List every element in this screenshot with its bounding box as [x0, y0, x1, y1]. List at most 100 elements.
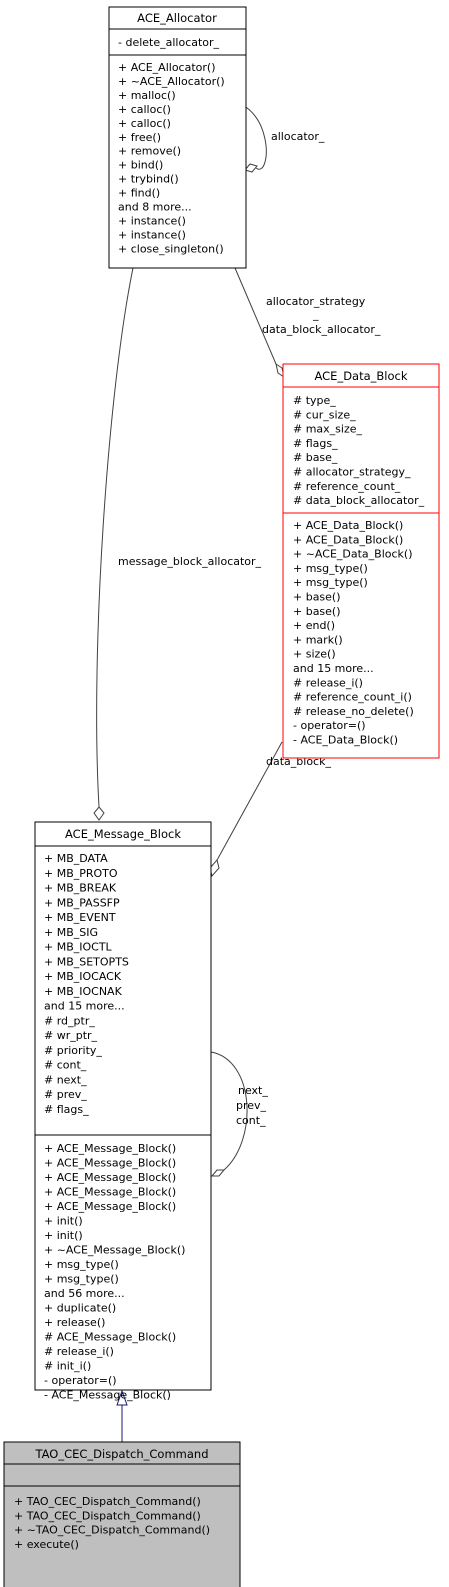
class-method: + ACE_Message_Block() [44, 1200, 176, 1213]
class-method: + ACE_Message_Block() [44, 1142, 176, 1155]
class-method: + msg_type() [44, 1273, 119, 1286]
class-attribute: # next_ [44, 1073, 87, 1086]
class-method: + ACE_Data_Block() [293, 533, 403, 546]
class-attribute: # flags_ [293, 437, 338, 450]
class-ace-message-block[interactable]: ACE_Message_Block + MB_DATA+ MB_PROTO+ M… [34, 821, 212, 1402]
method-list: + ACE_Data_Block()+ ACE_Data_Block() + ~A… [293, 519, 414, 747]
class-method: + execute() [14, 1538, 79, 1551]
class-method: + calloc() [118, 117, 171, 130]
class-method: - ACE_Message_Block() [44, 1389, 171, 1402]
class-method: # init_i() [44, 1360, 91, 1373]
class-attribute: + MB_DATA [44, 852, 108, 865]
class-method: + TAO_CEC_Dispatch_Command() [14, 1495, 201, 1508]
class-method: + instance() [118, 228, 186, 241]
class-method: + size() [293, 648, 336, 661]
edge-label-next: next_ [238, 1084, 268, 1097]
class-method: + base() [293, 591, 341, 604]
class-method: + instance() [118, 214, 186, 227]
class-method: + calloc() [118, 103, 171, 116]
class-method: + mark() [293, 633, 343, 646]
messageblock-self-diamond [210, 1169, 226, 1177]
class-method: + malloc() [118, 89, 176, 102]
class-method: + release() [44, 1316, 105, 1329]
class-attribute: + MB_IOCTL [44, 941, 113, 954]
class-attribute: # max_size_ [293, 423, 363, 436]
class-method: + remove() [118, 145, 181, 158]
class-method: + msg_type() [44, 1258, 119, 1271]
edge-label-data-block-allocator: data_block_allocator_ [262, 323, 381, 336]
class-method: + ~ACE_Allocator() [118, 75, 225, 88]
class-method: + close_singleton() [118, 242, 224, 255]
class-attribute: + MB_IOCNAK [44, 985, 123, 998]
class-method: + msg_type() [293, 576, 368, 589]
class-method: and 15 more... [293, 662, 374, 675]
class-ace-data-block[interactable]: ACE_Data_Block # type_# cur_size_ # max_s… [282, 363, 440, 759]
class-method: # ACE_Message_Block() [44, 1331, 176, 1344]
class-method: and 56 more... [44, 1287, 125, 1300]
allocator-to-messageblock-edge [96, 267, 134, 808]
class-attribute: # cur_size_ [293, 408, 356, 421]
class-method: + TAO_CEC_Dispatch_Command() [14, 1509, 201, 1522]
edge-label-prev: prev_ [236, 1099, 267, 1112]
allocator-to-messageblock-diamond [93, 806, 105, 821]
class-attribute: + MB_PASSFP [44, 896, 120, 909]
class-attribute: # allocator_strategy_ [293, 466, 411, 479]
edge-label-cont: cont_ [236, 1114, 266, 1127]
class-method: + init() [44, 1215, 83, 1228]
class-attribute: + MB_EVENT [44, 911, 116, 924]
class-attribute: + MB_SIG [44, 926, 98, 939]
class-method: + init() [44, 1229, 83, 1242]
class-method: + ~ACE_Data_Block() [293, 548, 413, 561]
messageblock-self-edge [210, 1051, 248, 1171]
datablock-to-messageblock-edge [215, 741, 283, 863]
edge-label-message-block-allocator: message_block_allocator_ [118, 555, 262, 568]
method-list: + ACE_Allocator()+ ~ACE_Allocator()+ mal… [118, 61, 225, 255]
class-method: + ACE_Allocator() [118, 61, 215, 74]
attribute-list: + MB_DATA+ MB_PROTO+ MB_BREAK+ MB_PASSFP… [44, 852, 129, 1116]
class-method: + duplicate() [44, 1302, 116, 1315]
class-attribute: # rd_ptr_ [44, 1014, 95, 1027]
class-method: and 8 more... [118, 201, 192, 214]
class-method: # release_no_delete() [293, 705, 414, 718]
class-attribute: + MB_SETOPTS [44, 955, 129, 968]
class-method: + ACE_Data_Block() [293, 519, 403, 532]
method-list: + ACE_Message_Block()+ ACE_Message_Block… [44, 1142, 185, 1402]
edge-label-underscore: _ [312, 308, 319, 321]
class-ace-allocator[interactable]: ACE_Allocator - delete_allocator_ + ACE_… [108, 6, 247, 269]
class-method: + ACE_Message_Block() [44, 1186, 176, 1199]
class-method: + ~ACE_Message_Block() [44, 1244, 185, 1257]
class-title: ACE_Data_Block [314, 369, 407, 383]
attribute-list: # type_# cur_size_ # max_size_# flags_# b… [293, 394, 425, 507]
class-attribute: # cont_ [44, 1059, 87, 1072]
class-title: TAO_CEC_Dispatch_Command [34, 1447, 208, 1461]
class-attribute: # priority_ [44, 1044, 102, 1057]
class-method: + ~TAO_CEC_Dispatch_Command() [14, 1524, 210, 1537]
class-method: # release_i() [44, 1345, 114, 1358]
class-attribute: # type_ [293, 394, 336, 407]
class-method: + find() [118, 187, 160, 200]
class-method: - ACE_Data_Block() [293, 734, 398, 747]
class-method: + bind() [118, 159, 163, 172]
class-attribute: # reference_count_ [293, 480, 401, 493]
attribute-list: - delete_allocator_ [118, 36, 220, 49]
allocator-self-diamond [244, 163, 258, 173]
class-method: - operator=() [293, 719, 366, 732]
class-method: # release_i() [293, 676, 363, 689]
edge-label-allocator-strategy: allocator_strategy [266, 295, 366, 308]
class-title: ACE_Allocator [137, 11, 217, 25]
class-method: + base() [293, 605, 341, 618]
allocator-to-datablock-edge [234, 267, 277, 365]
class-attribute: # wr_ptr_ [44, 1029, 98, 1042]
class-method: + ACE_Message_Block() [44, 1171, 176, 1184]
class-attribute: # base_ [293, 451, 338, 464]
class-attribute: + MB_IOCACK [44, 970, 122, 983]
class-attribute: and 15 more... [44, 1000, 125, 1013]
class-tao-cec-dispatch-command[interactable]: TAO_CEC_Dispatch_Command + TAO_CEC_Dispa… [3, 1441, 241, 1587]
class-method: + trybind() [118, 173, 179, 186]
class-title: ACE_Message_Block [65, 827, 181, 841]
class-method: # reference_count_i() [293, 691, 412, 704]
class-method: + msg_type() [293, 562, 368, 575]
edge-label-allocator-self: allocator_ [271, 130, 325, 143]
class-method: + end() [293, 619, 335, 632]
